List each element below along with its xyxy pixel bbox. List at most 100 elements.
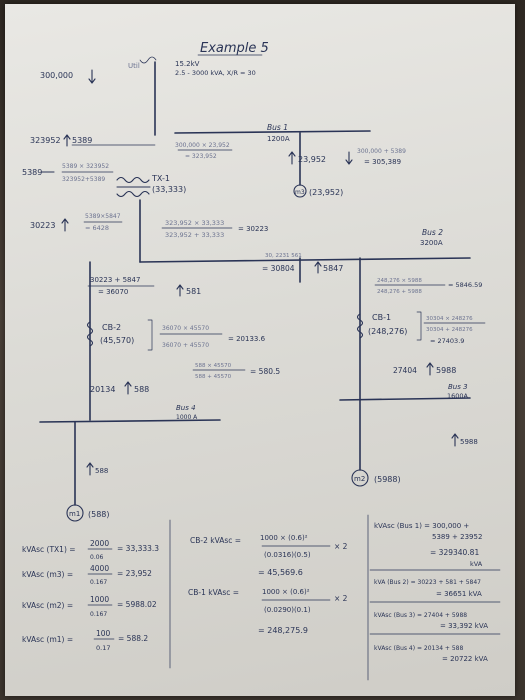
- bus3-name: Bus 3: [448, 383, 468, 391]
- cb2-sub-bot: 588 + 45570: [195, 374, 232, 380]
- calc-cb2-num: 1000 × (0.6)²: [260, 534, 308, 542]
- m1-label: m1: [69, 510, 80, 518]
- bus2-right-top: 248,276 × 5988: [377, 278, 422, 284]
- calc-c4-res: = 588.2: [118, 634, 148, 643]
- bus1-flow-right-bot: = 305,389: [364, 158, 401, 166]
- bus1-rating: 1200A: [267, 135, 290, 143]
- calc-c3-res: = 5988.02: [117, 600, 157, 609]
- cb2-flow: 20134: [90, 385, 115, 394]
- calc-cb1-label: CB-1 kVAsc =: [188, 588, 239, 597]
- left-v1: 323952: [30, 136, 61, 145]
- cb2-left-flow: 581: [186, 287, 201, 296]
- calc-cb2-den: (0.0316)(0.5): [264, 551, 311, 559]
- cb2-calc-bot: 36070 + 45570: [162, 342, 209, 349]
- calc-c4-label: kVAsc (m1) =: [22, 635, 73, 644]
- m2-label: m2: [354, 475, 365, 483]
- calc-cb2-label: CB-2 kVAsc =: [190, 536, 241, 545]
- left-v3-calc-bot: = 6428: [85, 224, 109, 232]
- left-v3-calc-top: 5389×5847: [85, 213, 121, 220]
- cb1-value: (248,276): [368, 327, 407, 336]
- bus2-right-res: = 5846.59: [448, 281, 482, 289]
- bus2-calc-value: = 30804: [262, 264, 295, 273]
- calc-cb1-num: 1000 × (0.6)²: [262, 588, 310, 596]
- cb1-calc-mid: 30304 + 248276: [426, 327, 473, 333]
- bus1-flow-right-top: 300,000 + 5389: [357, 148, 406, 155]
- m1-flow: 588: [95, 467, 108, 475]
- calc-cb1-res: = 248,275.9: [258, 626, 308, 635]
- calc-cb1-den: (0.0290)(0.1): [264, 606, 311, 614]
- calc-bus4-res: = 20722 kVA: [442, 655, 488, 663]
- calc-c2-label: kVAsc (m3) =: [22, 570, 73, 579]
- calc-c2-res: = 23,952: [117, 569, 152, 578]
- util-left: 300,000: [40, 71, 73, 80]
- cb1-flow: 27404: [393, 366, 417, 375]
- calc-bus1-label: kVAsc (Bus 1) = 300,000 +: [374, 522, 469, 530]
- left-v1b: 5389: [72, 136, 92, 145]
- bus2-rating: 3200A: [420, 239, 443, 247]
- bus1-flow-left: 23,952: [298, 155, 326, 164]
- cb2-label: CB-2: [102, 323, 121, 332]
- page-title: Example 5: [200, 41, 269, 56]
- cb2-flow2: 588: [134, 385, 149, 394]
- bus1-name: Bus 1: [267, 123, 288, 132]
- calc-bus1-l2: 5389 + 23952: [432, 533, 482, 541]
- calc-bus2-label: kVA (Bus 2) = 30223 + 581 + 5847: [374, 579, 481, 586]
- row2-result: = 30223: [238, 225, 268, 233]
- left-v2: 5389: [22, 168, 42, 177]
- cb2-sub-top: 588 × 45570: [195, 363, 232, 369]
- tx1-calc-bot: = 323,952: [185, 153, 217, 160]
- cb2-sub-res: = 580.5: [250, 367, 280, 376]
- bus1-motor: m3: [295, 189, 305, 196]
- left-v3: 30223: [30, 221, 55, 230]
- m2-value: (5988): [374, 475, 401, 484]
- calc-bus4-label: kVAsc (Bus 4) = 20134 + 588: [374, 645, 463, 652]
- cb1-flow2: 5988: [436, 366, 456, 375]
- calc-c4-num: 100: [96, 629, 111, 638]
- cb2-calc-top: 36070 × 45570: [162, 325, 209, 332]
- bus4-name: Bus 4: [176, 404, 196, 412]
- tx1-label: TX-1: [151, 174, 170, 183]
- bus2-calc-top: 30, 2231 561: [265, 253, 302, 259]
- calc-c4-den: 0.17: [96, 644, 110, 652]
- tx1-value: (33,333): [152, 185, 186, 194]
- calc-c1-den: 0.06: [90, 554, 104, 561]
- cb2-calc-res: = 20133.6: [228, 335, 266, 343]
- calc-cb1-mult: × 2: [334, 594, 348, 603]
- calc-c3-label: kVAsc (m2) =: [22, 601, 73, 610]
- tx1-calc-top: 300,000 × 23,952: [175, 142, 230, 149]
- calc-bus3-label: kVAsc (Bus 3) = 27404 + 5988: [374, 612, 467, 619]
- cb2-left-bot: = 36070: [98, 288, 128, 296]
- calc-cb2-mult: × 2: [334, 542, 348, 551]
- gen-voltage: 15.2kV: [175, 60, 200, 68]
- m1-value: (588): [88, 510, 110, 519]
- calc-c1-label: kVAsc (TX1) =: [22, 545, 76, 554]
- cb1-calc-top: 30304 × 248276: [426, 316, 473, 322]
- calc-c3-den: 0.167: [90, 611, 107, 618]
- calc-c1-num: 2000: [90, 539, 109, 548]
- bus4-rating: 1000 A: [176, 414, 198, 421]
- bus2-name: Bus 2: [422, 228, 443, 237]
- calc-bus3-res: = 33,392 kVA: [440, 622, 488, 630]
- calc-cb2-res: = 45,569.6: [258, 568, 303, 577]
- calc-bus1-unit: kVA: [470, 560, 483, 568]
- row2-calc-div: 323,952 + 33,333: [165, 231, 224, 239]
- bus3-flow: 5988: [460, 438, 478, 446]
- bus1-motor-value: (23,952): [309, 188, 343, 197]
- cb2-left-top: 30223 + 5847: [90, 276, 140, 284]
- calc-c2-den: 0.167: [90, 579, 107, 586]
- gen-label: Util: [128, 62, 140, 70]
- calc-c1-res: = 33,333.3: [117, 544, 159, 553]
- calc-c2-num: 4000: [90, 564, 109, 573]
- cb1-calc-res: = 27403.9: [430, 337, 464, 345]
- left-v2-calc-top: 5389 × 323952: [62, 163, 109, 170]
- calc-c3-num: 1000: [90, 595, 109, 604]
- left-v2-calc-bot: 323952+5389: [62, 176, 105, 183]
- gen-note: 2.5 - 3000 kVA, X/R = 30: [175, 69, 256, 77]
- calc-bus1-res: = 329340.81: [430, 548, 479, 557]
- cb2-value: (45,570): [100, 336, 134, 345]
- cb1-label: CB-1: [372, 313, 391, 322]
- calc-bus2-res: = 36651 kVA: [436, 590, 482, 598]
- row2-calc: 323,952 × 33,333: [165, 219, 224, 227]
